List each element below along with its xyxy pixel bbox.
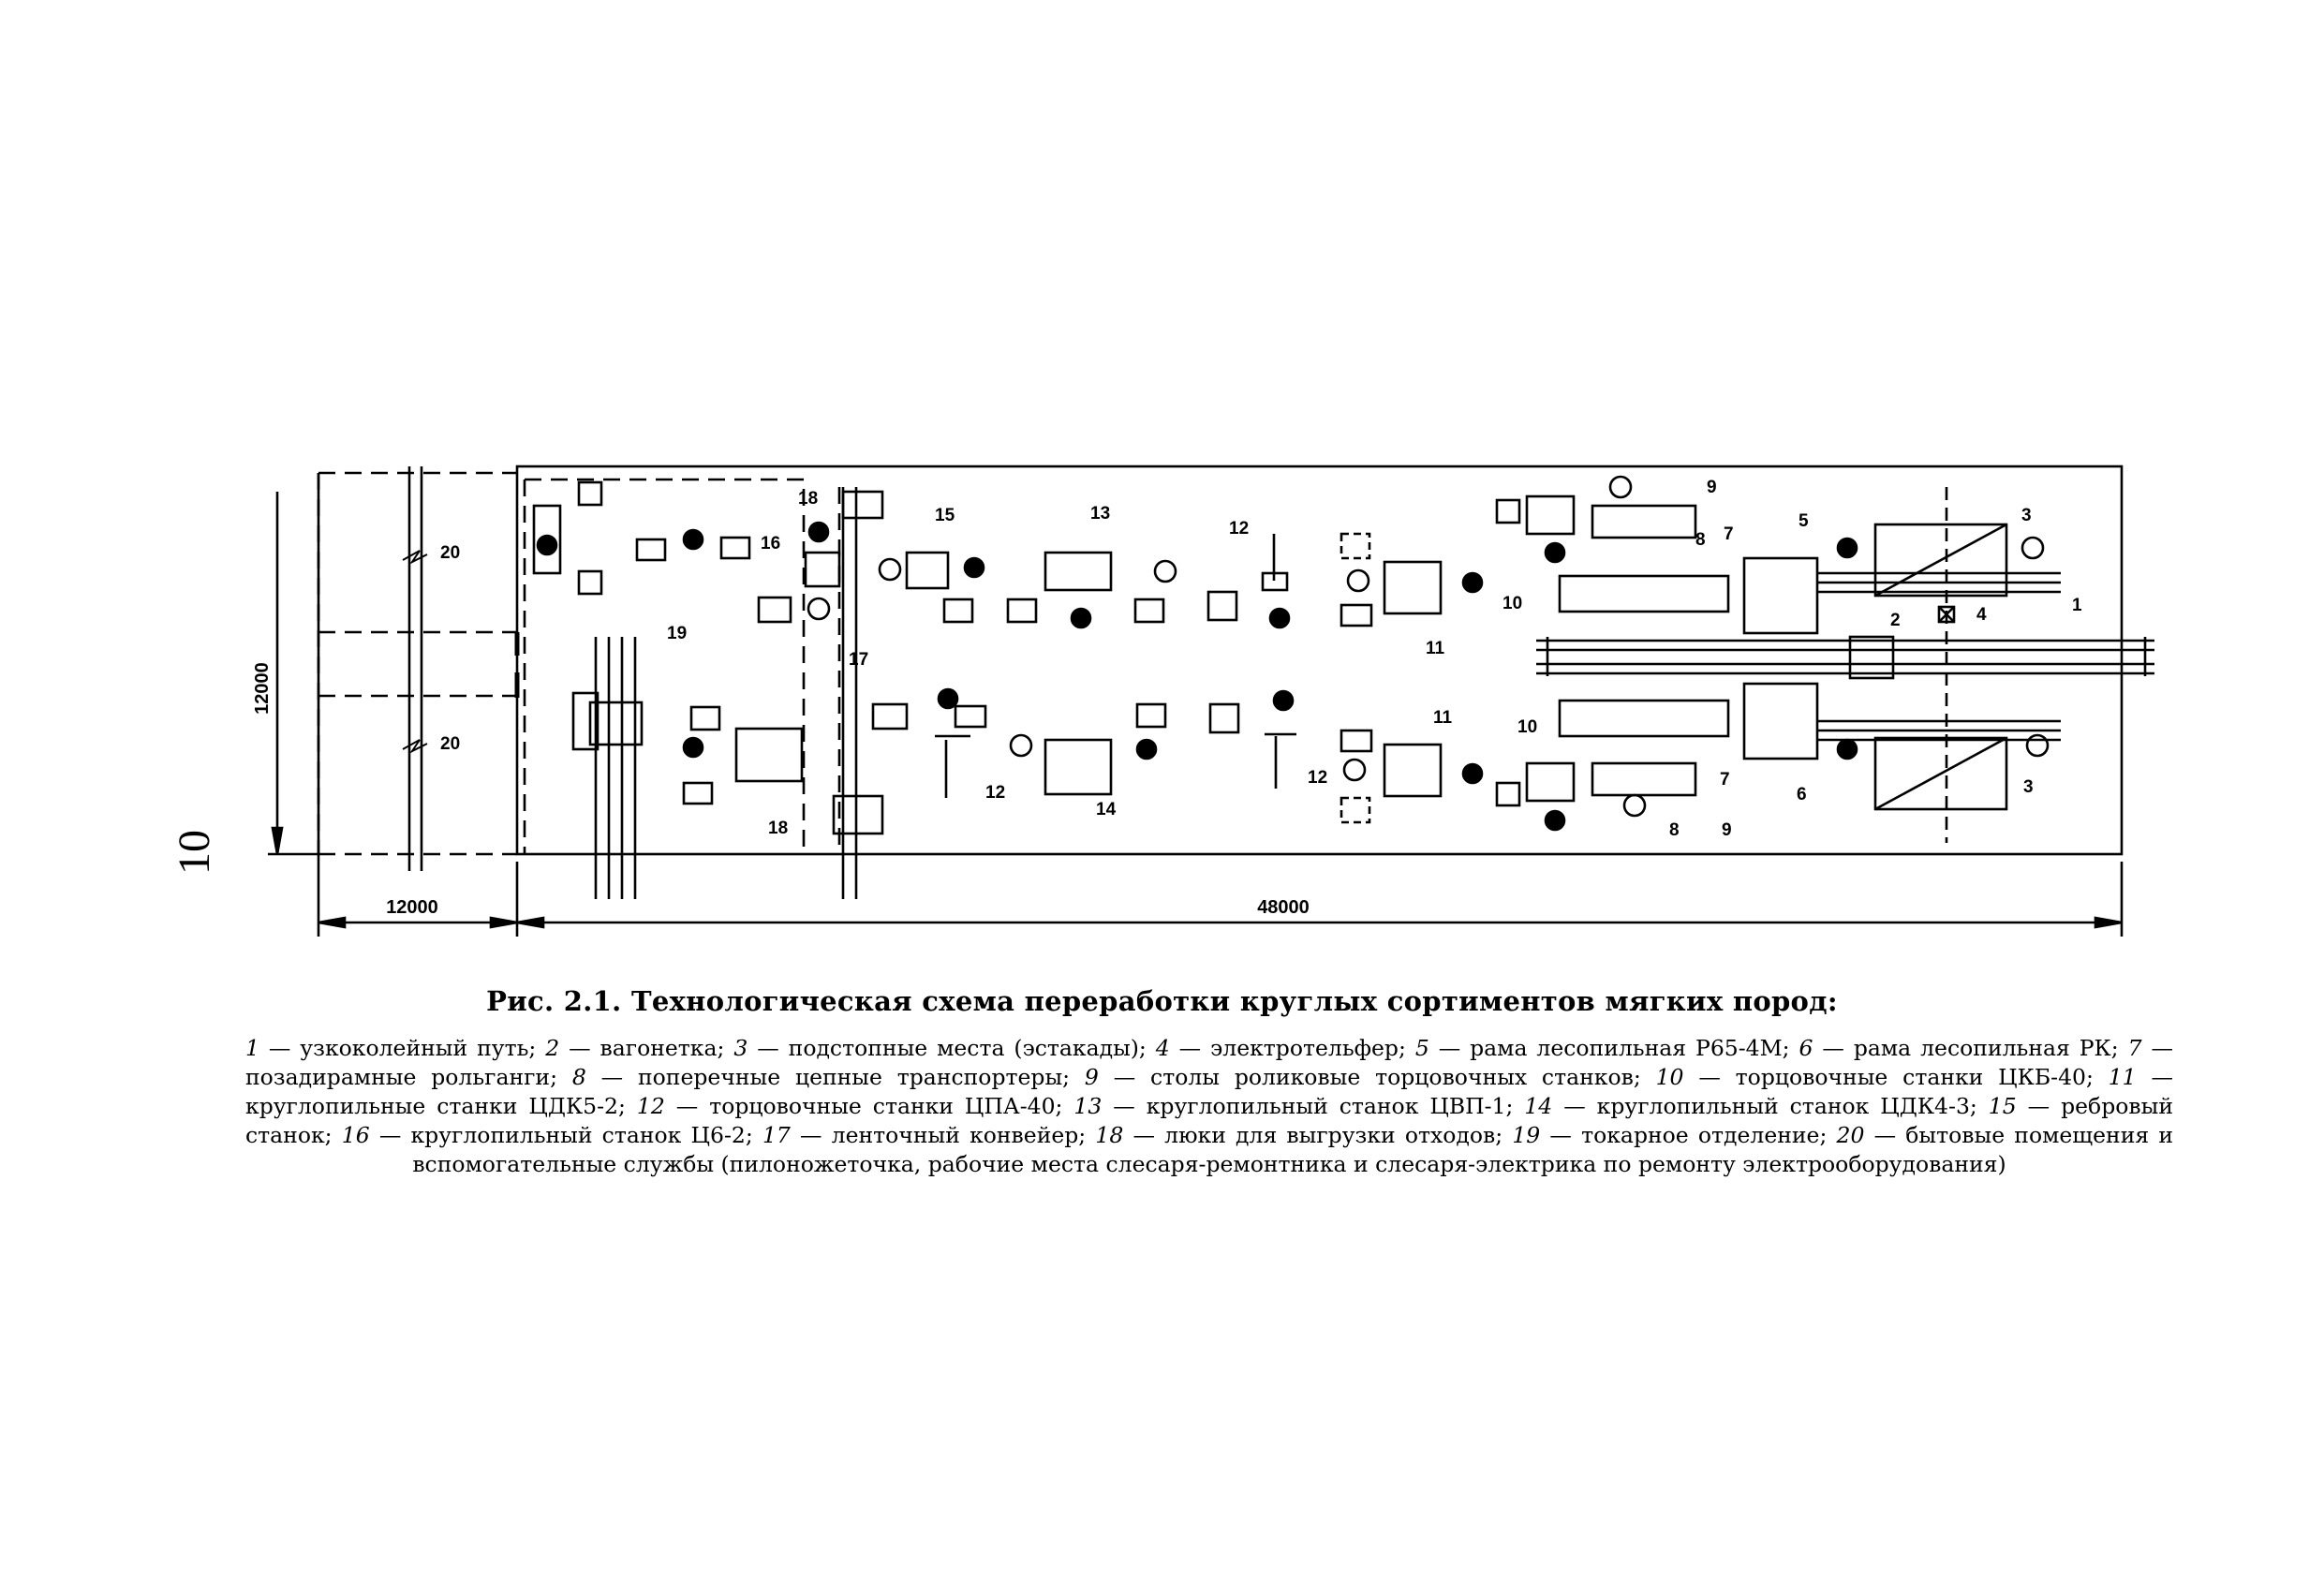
callout: 18 bbox=[768, 819, 788, 838]
legend-item-number: 5 bbox=[1414, 1035, 1429, 1061]
narrow-gauge-track bbox=[1536, 635, 2154, 680]
callout: 12 bbox=[1308, 768, 1327, 788]
sawmill-lines bbox=[1742, 487, 2061, 843]
legend-item-text: — торцовочные станки ЦКБ-40; bbox=[1683, 1064, 2109, 1090]
callout: 13 bbox=[1090, 504, 1110, 524]
main-building-outline bbox=[515, 465, 2124, 856]
legend-item-text: — токарное отделение; bbox=[1540, 1122, 1837, 1148]
callout: 15 bbox=[935, 506, 955, 525]
legend-item-number: 20 bbox=[1836, 1122, 1865, 1148]
callout: 14 bbox=[1096, 800, 1117, 819]
timber-stack-top bbox=[1873, 523, 2008, 598]
legend-item-text: — вагонетка; bbox=[559, 1035, 734, 1061]
circle-symbols bbox=[807, 475, 2050, 818]
auxiliary-block-outline bbox=[317, 471, 841, 856]
legend-item-text: — рама лесопильная РК; bbox=[1813, 1035, 2128, 1061]
dimension-width-main: 48000 bbox=[1257, 897, 1310, 918]
legend-item-number: 6 bbox=[1799, 1035, 1813, 1061]
dimension-height: 12000 bbox=[252, 662, 273, 715]
trolley bbox=[1848, 635, 1895, 680]
rail-track-left bbox=[588, 637, 644, 899]
equipment-symbols bbox=[577, 480, 1521, 824]
callout: 11 bbox=[1426, 639, 1445, 658]
callout: 19 bbox=[667, 624, 687, 643]
callout: 12 bbox=[985, 783, 1005, 803]
callout: 8 bbox=[1695, 530, 1706, 550]
roller-conveyors bbox=[1525, 494, 1730, 803]
legend-item-number: 3 bbox=[733, 1035, 748, 1061]
legend-item-text: — круглопильные станки ЦДК5-2; bbox=[245, 1064, 2173, 1119]
callout: 17 bbox=[849, 650, 868, 670]
callout: 7 bbox=[1724, 524, 1734, 544]
callout: 7 bbox=[1720, 770, 1730, 790]
legend-item-number: 4 bbox=[1155, 1035, 1170, 1061]
figure-legend: 1 — узкоколейный путь; 2 — вагонетка; 3 … bbox=[245, 1034, 2173, 1179]
callout: 16 bbox=[761, 534, 780, 553]
legend-item-text: — узкоколейный путь; bbox=[259, 1035, 546, 1061]
legend-item-number: 10 bbox=[1655, 1064, 1684, 1090]
callout: 10 bbox=[1502, 594, 1522, 613]
sawmill-frame-6 bbox=[1742, 682, 1819, 760]
legend-item-number: 2 bbox=[545, 1035, 560, 1061]
legend-item-text: — ленточный конвейер; bbox=[790, 1122, 1096, 1148]
legend-item-number: 13 bbox=[1073, 1093, 1103, 1119]
workshop-floor-plan: 12000 48000 12000 1 2 3 3 4 5 6 7 7 8 8 … bbox=[252, 465, 2154, 937]
callout: 9 bbox=[1722, 820, 1732, 840]
legend-item-number: 14 bbox=[1524, 1093, 1553, 1119]
legend-item-number: 18 bbox=[1095, 1122, 1124, 1148]
dimension-width-left: 12000 bbox=[386, 897, 438, 918]
legend-item-text: — позадирамные рольганги; bbox=[245, 1035, 2173, 1090]
callout: 6 bbox=[1797, 785, 1807, 804]
legend-item-number: 19 bbox=[1512, 1122, 1541, 1148]
legend-item-text: — рама лесопильная Р65-4М; bbox=[1428, 1035, 1799, 1061]
callout: 10 bbox=[1517, 717, 1537, 737]
legend-item-text: — круглопильный станок ЦДК4-3; bbox=[1552, 1093, 1989, 1119]
callout: 20 bbox=[440, 543, 460, 563]
callout: 11 bbox=[1433, 708, 1453, 728]
callout: 5 bbox=[1799, 511, 1809, 531]
legend-item-text: — подстопные места (эстакады); bbox=[748, 1035, 1156, 1061]
callout: 1 bbox=[2072, 596, 2082, 615]
hoist bbox=[1937, 605, 1956, 624]
legend-item-text: — люки для выгрузки отходов; bbox=[1123, 1122, 1513, 1148]
legend-item-text: — столы роликовые торцовочных станков; bbox=[1098, 1064, 1656, 1090]
callout: 4 bbox=[1976, 605, 1987, 625]
callout: 18 bbox=[798, 489, 818, 509]
figure-caption-title: Рис. 2.1. Технологическая схема перерабо… bbox=[486, 985, 1838, 1017]
legend-item-text: — электротельфер; bbox=[1169, 1035, 1415, 1061]
legend-item-text: — поперечные цепные транспортеры; bbox=[585, 1064, 1085, 1090]
legend-item-number: 12 bbox=[636, 1093, 665, 1119]
callout: 3 bbox=[2021, 506, 2032, 525]
callout: 3 bbox=[2023, 777, 2034, 797]
callout: 12 bbox=[1229, 519, 1249, 539]
legend-item-number: 7 bbox=[2127, 1035, 2142, 1061]
legend-item-number: 8 bbox=[571, 1064, 586, 1090]
motor-symbols bbox=[536, 521, 1858, 832]
rail-track-conveyor bbox=[841, 487, 858, 899]
legend-item-text: — торцовочные станки ЦПА-40; bbox=[664, 1093, 1074, 1119]
sawmill-frame-5 bbox=[1742, 556, 1819, 635]
legend-item-number: 1 bbox=[245, 1035, 259, 1061]
legend-item-text: — круглопильный станок ЦВП-1; bbox=[1102, 1093, 1525, 1119]
machines bbox=[532, 490, 1443, 835]
legend-item-number: 11 bbox=[2108, 1064, 2137, 1090]
legend-item-number: 15 bbox=[1988, 1093, 2017, 1119]
legend-item-text: — круглопильный станок Ц6-2; bbox=[369, 1122, 762, 1148]
callout: 2 bbox=[1890, 611, 1901, 630]
callout: 9 bbox=[1707, 478, 1717, 497]
timber-stack-bottom bbox=[1873, 736, 2008, 811]
callout: 20 bbox=[440, 734, 460, 754]
legend-item-text: — бытовые помещения и вспомогательные сл… bbox=[412, 1122, 2174, 1177]
legend-item-text: — ребровый станок; bbox=[245, 1093, 2173, 1148]
legend-item-number: 9 bbox=[1084, 1064, 1099, 1090]
legend-item-number: 16 bbox=[341, 1122, 370, 1148]
callout-numbers: 1 2 3 3 4 5 6 7 7 8 8 9 9 10 10 11 11 12… bbox=[440, 478, 2082, 840]
callout: 8 bbox=[1669, 820, 1680, 840]
legend-item-number: 17 bbox=[762, 1122, 791, 1148]
